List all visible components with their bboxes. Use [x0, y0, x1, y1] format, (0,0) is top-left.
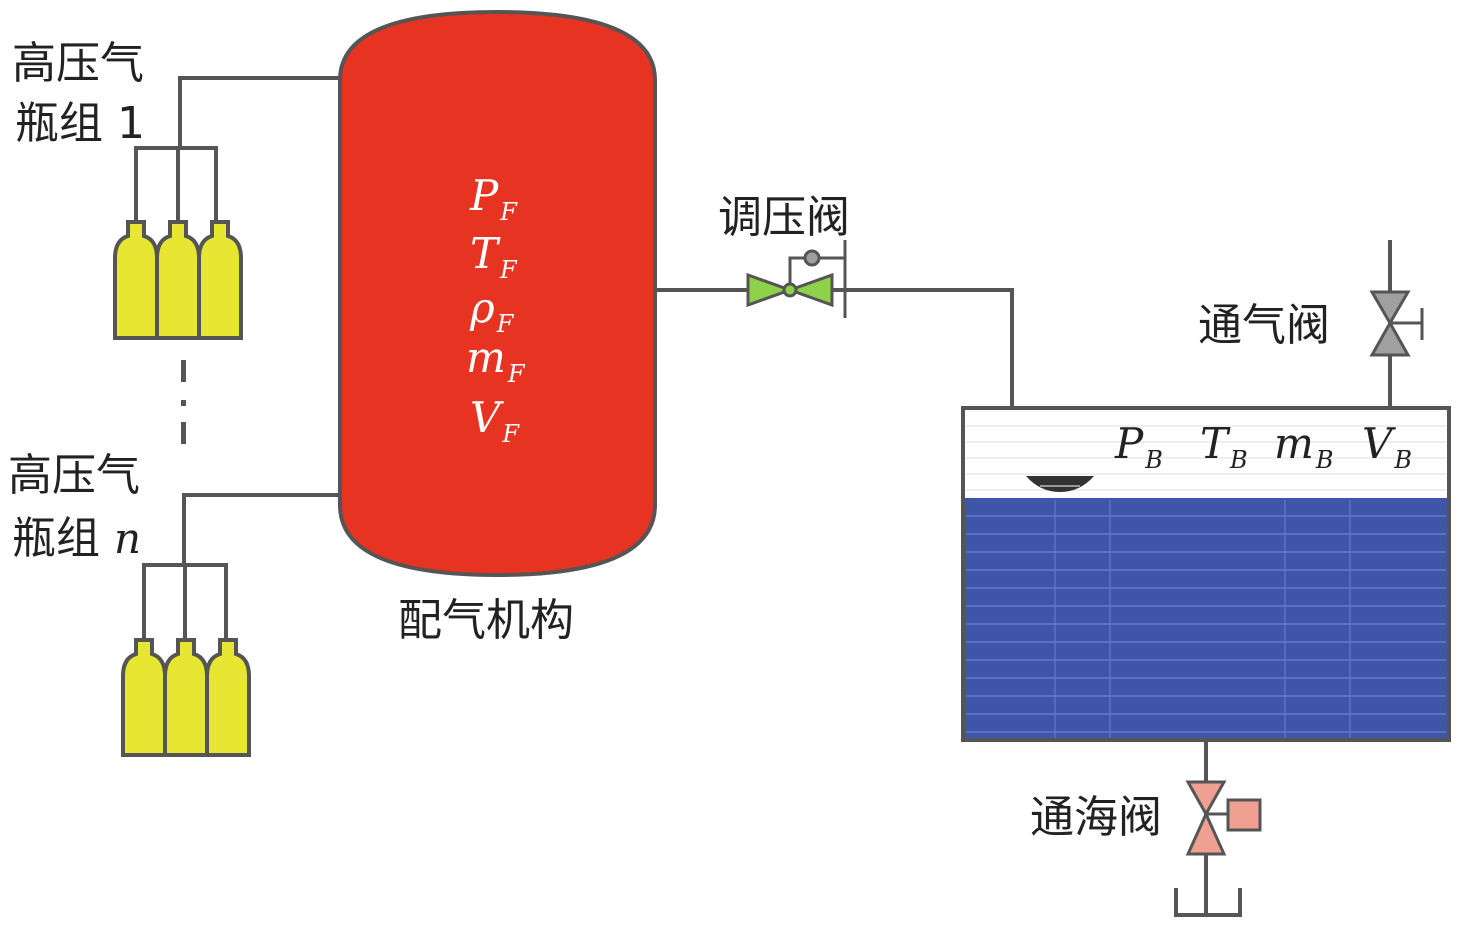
pipe-groupn-to-tank [182, 493, 340, 565]
ballast-var-temperature: TB [1200, 419, 1248, 474]
ballast-tank-outline [961, 406, 1451, 742]
water-vertical-lines [1054, 500, 1351, 738]
ellipsis-dots [181, 360, 186, 444]
water-level-icon [1026, 476, 1094, 492]
cylinder [163, 638, 209, 757]
label-cylinder-group-1-line2: 瓶组 1 [15, 98, 145, 149]
cylinder [155, 220, 201, 340]
ballast-tank [961, 406, 1451, 742]
label-pressure-regulator-valve: 调压阀 [718, 192, 850, 243]
label-distribution-tank: 配气机构 [398, 595, 574, 646]
air-hatch-lines [966, 425, 1446, 491]
distribution-tank [338, 9, 657, 578]
label-vent-valve: 通气阀 [1198, 300, 1330, 351]
cylinder [113, 220, 159, 340]
cylinder [205, 638, 251, 757]
label-sea-valve: 通海阀 [1030, 792, 1162, 843]
cylinder-group-n [121, 638, 251, 757]
ballast-variables: PB TB mB VB [1114, 419, 1412, 474]
tank-var-volume: VF [470, 393, 520, 448]
label-cylinder-group-n-line2: 瓶组 n [12, 513, 141, 564]
cylinder-group-1 [113, 220, 243, 340]
sea-outlet [1174, 888, 1242, 917]
sea-valve [1185, 780, 1262, 856]
pressure-regulator-valve [746, 240, 847, 318]
ballast-var-mass: mB [1274, 419, 1333, 474]
vent-valve [1369, 290, 1424, 357]
water-hatch-lines [966, 515, 1446, 733]
tank-var-temperature: TF [470, 229, 518, 284]
tank-variables: PF TF ρF mF VF [466, 171, 526, 448]
ballast-var-pressure: PB [1114, 419, 1163, 474]
ballast-water [963, 498, 1449, 740]
label-cylinder-group-1-line1: 高压气 [12, 38, 144, 89]
tank-var-density: ρF [469, 283, 515, 338]
label-cylinder-group-n-line1: 高压气 [8, 450, 140, 501]
tank-var-mass: mF [466, 333, 526, 388]
tank-var-pressure: PF [469, 171, 518, 226]
cylinder [197, 220, 243, 340]
pipe-group1-to-tank [178, 76, 340, 148]
cylinder [121, 638, 167, 757]
pipe-regulator-to-ballast [832, 288, 1014, 408]
ballast-var-volume: VB [1362, 419, 1412, 474]
